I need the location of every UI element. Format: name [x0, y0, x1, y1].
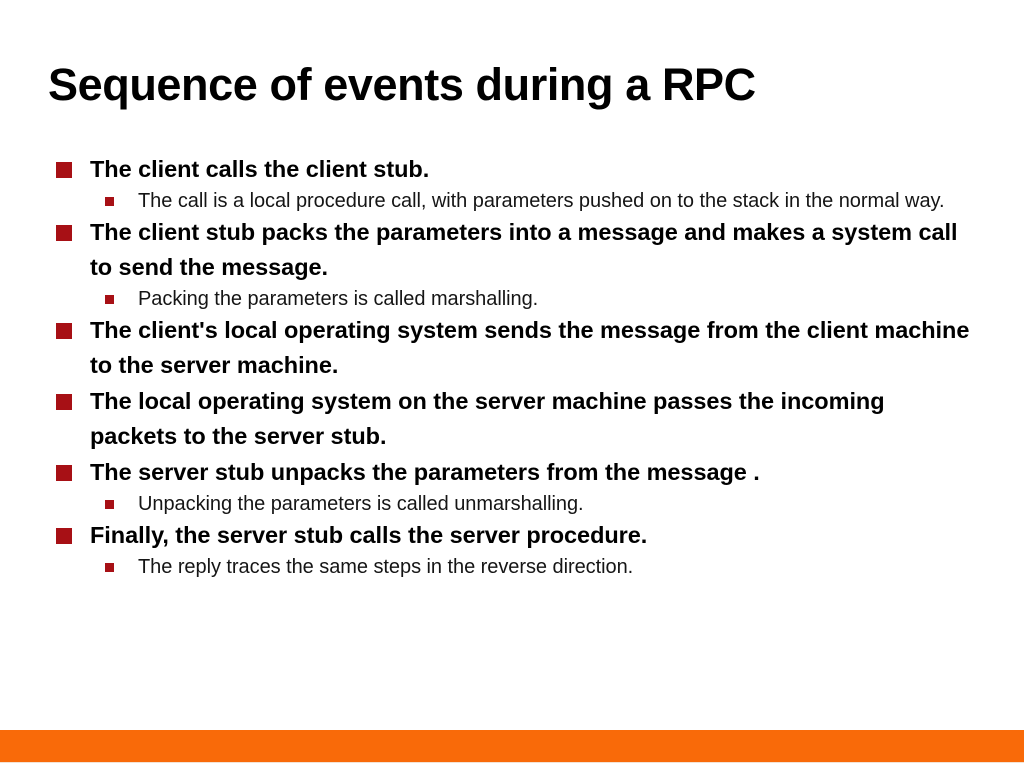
list-item: Finally, the server stub calls the serve… [50, 518, 975, 553]
list-item-label: The call is a local procedure call, with… [138, 190, 945, 212]
list-item-label: Finally, the server stub calls the serve… [90, 522, 648, 548]
list-item-label: The server stub unpacks the parameters f… [90, 459, 760, 485]
list-item-label: The reply traces the same steps in the r… [138, 556, 634, 578]
bullet-square-icon [105, 197, 114, 206]
list-item: The client calls the client stub. [50, 152, 975, 187]
list-item-label: Packing the parameters is called marshal… [138, 288, 539, 310]
list-item-label: The client's local operating system send… [90, 317, 970, 378]
list-item: The server stub unpacks the parameters f… [50, 455, 975, 490]
list-item-label: The client stub packs the parameters int… [90, 219, 958, 280]
bullet-square-icon [56, 465, 72, 481]
bullet-square-icon [105, 500, 114, 509]
list-item: The client's local operating system send… [50, 313, 975, 383]
bullet-square-icon [56, 323, 72, 339]
list-item-label: The local operating system on the server… [90, 388, 885, 449]
page-title: Sequence of events during a RPC [48, 59, 756, 110]
footer-accent-band-edge [0, 762, 1024, 763]
bullet-list: The client calls the client stub. The ca… [50, 152, 975, 581]
list-item: Packing the parameters is called marshal… [99, 285, 975, 313]
bullet-square-icon [56, 162, 72, 178]
bullet-square-icon [105, 295, 114, 304]
list-item: Unpacking the parameters is called unmar… [99, 490, 975, 518]
list-item: The call is a local procedure call, with… [99, 187, 975, 215]
bullet-square-icon [56, 394, 72, 410]
bullet-square-icon [56, 225, 72, 241]
bullet-square-icon [105, 563, 114, 572]
list-item: The reply traces the same steps in the r… [99, 553, 975, 581]
list-item-label: Unpacking the parameters is called unmar… [138, 493, 584, 515]
list-item: The local operating system on the server… [50, 384, 975, 454]
bullet-square-icon [56, 528, 72, 544]
list-item-label: The client calls the client stub. [90, 156, 430, 182]
footer-accent-band [0, 730, 1024, 762]
list-item: The client stub packs the parameters int… [50, 215, 975, 285]
